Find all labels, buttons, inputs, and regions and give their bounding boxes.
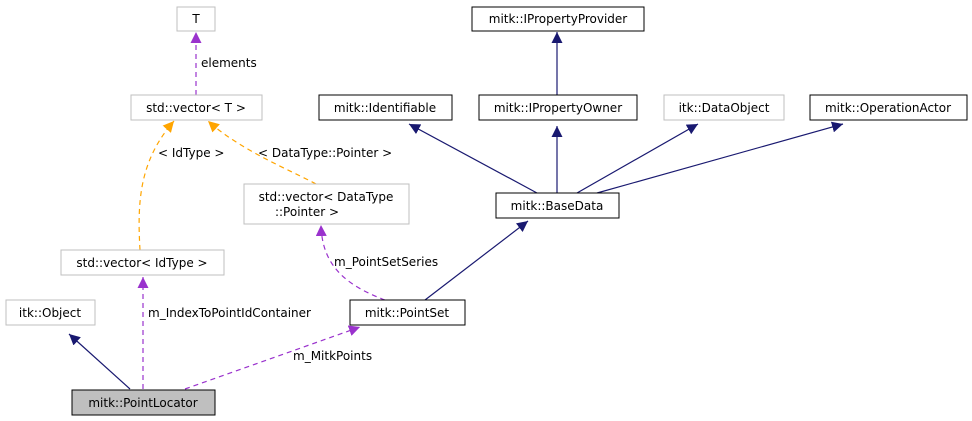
edge-pointset-to-vector-datatype xyxy=(315,224,386,301)
node-property-owner[interactable]: mitk::IPropertyOwner xyxy=(478,94,638,121)
node-vector-idtype-label: std::vector< IdType > xyxy=(76,256,207,270)
node-operation-actor[interactable]: mitk::OperationActor xyxy=(809,94,968,121)
node-point-locator-label: mitk::PointLocator xyxy=(88,396,197,410)
node-vector-datatype-label-line1: std::vector< DataType xyxy=(259,190,394,204)
node-identifiable-label: mitk::Identifiable xyxy=(334,101,436,115)
edge-label-index-to-point-id: m_IndexToPointIdContainer xyxy=(148,306,311,320)
node-itk-object-label: itk::Object xyxy=(19,306,81,320)
node-point-set[interactable]: mitk::PointSet xyxy=(349,299,466,326)
node-point-locator[interactable]: mitk::PointLocator xyxy=(71,389,216,416)
edge-basedata-to-identifiable xyxy=(408,123,538,194)
edge-label-idtype: < IdType > xyxy=(158,146,224,160)
node-point-set-label: mitk::PointSet xyxy=(365,306,450,320)
node-vector-idtype[interactable]: std::vector< IdType > xyxy=(60,249,225,276)
node-vector-t[interactable]: std::vector< T > xyxy=(130,94,263,121)
node-property-owner-label: mitk::IPropertyOwner xyxy=(494,101,622,115)
node-itk-object[interactable]: itk::Object xyxy=(5,299,96,326)
node-base-data-label: mitk::BaseData xyxy=(511,199,604,213)
edge-basedata-to-itk-data-object xyxy=(576,123,699,194)
node-base-data[interactable]: mitk::BaseData xyxy=(495,192,620,219)
edge-label-mitk-points: m_MitkPoints xyxy=(293,349,372,363)
node-vector-datatype-label-line2: ::Pointer > xyxy=(275,205,339,219)
node-property-provider[interactable]: mitk::IPropertyProvider xyxy=(471,6,645,32)
node-operation-actor-label: mitk::OperationActor xyxy=(825,101,951,115)
edge-pointlocator-to-pointset xyxy=(184,325,361,390)
node-vector-datatype-pointer[interactable]: std::vector< DataType ::Pointer > xyxy=(243,183,410,225)
edge-label-datatype-pointer: < DataType::Pointer > xyxy=(258,146,392,160)
edge-vector-idtype-to-vector-t xyxy=(138,120,175,251)
node-identifiable[interactable]: mitk::Identifiable xyxy=(318,94,453,121)
edge-vector-datatype-to-vector-t xyxy=(207,120,317,185)
node-t[interactable]: T xyxy=(176,6,216,32)
node-property-provider-label: mitk::IPropertyProvider xyxy=(489,12,628,26)
edge-label-point-set-series: m_PointSetSeries xyxy=(334,255,438,269)
node-t-label: T xyxy=(191,12,200,26)
node-vector-t-label: std::vector< T > xyxy=(146,101,246,115)
node-itk-data-object[interactable]: itk::DataObject xyxy=(663,94,785,121)
edge-basedata-to-operation-actor xyxy=(596,121,844,194)
edge-label-elements: elements xyxy=(201,56,257,70)
edge-pointset-to-basedata xyxy=(424,220,529,301)
node-itk-data-object-label: itk::DataObject xyxy=(679,101,770,115)
edge-pointlocator-to-itk-object xyxy=(68,333,131,390)
